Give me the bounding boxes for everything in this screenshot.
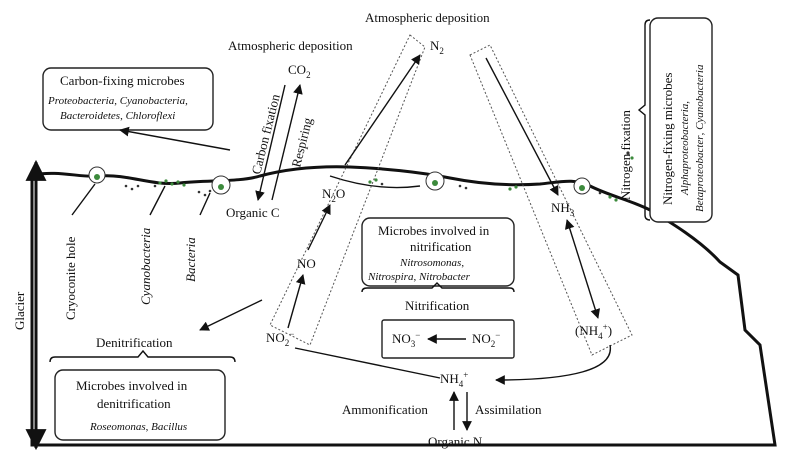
microbe-cluster	[432, 180, 438, 186]
microbe-cluster	[218, 184, 224, 190]
bacteria-label: Bacteria	[183, 237, 198, 282]
nitrification-zone-right	[469, 44, 633, 356]
microbe-cluster	[94, 174, 100, 180]
no2-to-no-arrow	[287, 274, 306, 329]
carbon-box-title: Carbon-fixing microbes	[60, 73, 185, 88]
denitrification-box-title2: denitrification	[97, 396, 171, 411]
denitrification-box-title1: Microbes involved in	[76, 378, 188, 393]
meltwater-line	[329, 175, 421, 189]
nitrification-box-line2: Nitrospira, Nitrobacter	[367, 271, 471, 283]
nfix-brace	[637, 19, 651, 221]
nitrification-microbes-box	[361, 217, 515, 287]
nh4-label: NH4+	[440, 370, 468, 389]
no2-left-label: NO2−	[266, 329, 294, 348]
assimilation-label: Assimilation	[475, 402, 542, 417]
carbon-box-arrow	[119, 126, 231, 151]
atmospheric-deposition-left: Atmospheric deposition	[228, 38, 353, 53]
nitrification-zone	[269, 34, 426, 346]
cyanobacteria-leader	[149, 185, 166, 216]
no2-nh4-link	[294, 347, 441, 379]
no-label: NO	[297, 256, 316, 271]
denitrification-box-line1: Roseomonas, Bacillus	[89, 421, 187, 433]
cyanobacteria-label: Cyanobacteria	[138, 227, 153, 305]
n2-to-nh3-arrow	[485, 57, 559, 196]
co2-label: CO2	[288, 62, 311, 80]
denitrification-label: Denitrification	[96, 335, 173, 350]
n2-label: N2	[430, 38, 444, 56]
denitrification-box	[54, 369, 226, 441]
nh4-paren-label: (NH4+)	[575, 322, 612, 341]
nitrogen-fixation-label: Nitrogen fixation	[618, 110, 633, 200]
nitrification-box-title1: Microbes involved in	[378, 223, 490, 238]
nfix-box-line1: Alphaproteobacteria,	[679, 101, 691, 196]
respiring-label: Respiring	[288, 116, 315, 169]
nfix-box-line2: Betaproteobacter, Cyanobacteria	[694, 64, 706, 212]
no-to-n2o-arrow	[307, 204, 331, 251]
respiring-arrow	[271, 84, 303, 201]
bacteria-leader	[199, 192, 211, 216]
carbon-box-line1: Proteobacteria, Cyanobacteria,	[47, 95, 188, 107]
nitrification-label: Nitrification	[405, 298, 470, 313]
carbon-box-line2: Bacteroidetes, Chloroflexi	[60, 110, 175, 122]
nh3-nh4-arrow	[564, 219, 601, 319]
n2o-label: N2O	[322, 186, 345, 204]
n2o-to-n2-arrow	[344, 54, 421, 166]
nh3-label: NH3	[551, 200, 575, 218]
atmospheric-deposition-top: Atmospheric deposition	[365, 10, 490, 25]
nitrification-brace	[361, 282, 515, 293]
nitrification-box-line1: Nitrosomonas,	[399, 257, 464, 269]
carbon-fixation-arrow	[255, 84, 286, 201]
nitrogen-fixing-box	[649, 17, 713, 223]
nh4-return-arrow	[495, 344, 611, 385]
ammonification-label: Ammonification	[342, 402, 428, 417]
carbon-fixation-label: Carbon fixation	[248, 92, 283, 176]
surface-microbes	[124, 151, 634, 202]
microbe-cluster	[579, 185, 585, 191]
denitrification-arrow	[199, 299, 263, 331]
organic-n-label: Organic N	[428, 434, 483, 449]
organic-c-label: Organic C	[226, 205, 280, 220]
no2-box-label: NO2−	[472, 330, 500, 349]
nitrification-box-title2: nitrification	[410, 239, 472, 254]
cryoconite-hole-label: Cryoconite hole	[63, 236, 78, 320]
no3-label: NO3−	[392, 330, 420, 349]
denitrification-brace	[49, 349, 236, 363]
glacier-label: Glacier	[12, 291, 27, 330]
cryoconite-leader	[71, 183, 96, 216]
nfix-box-title: Nitrogen-fixing microbes	[660, 73, 675, 206]
